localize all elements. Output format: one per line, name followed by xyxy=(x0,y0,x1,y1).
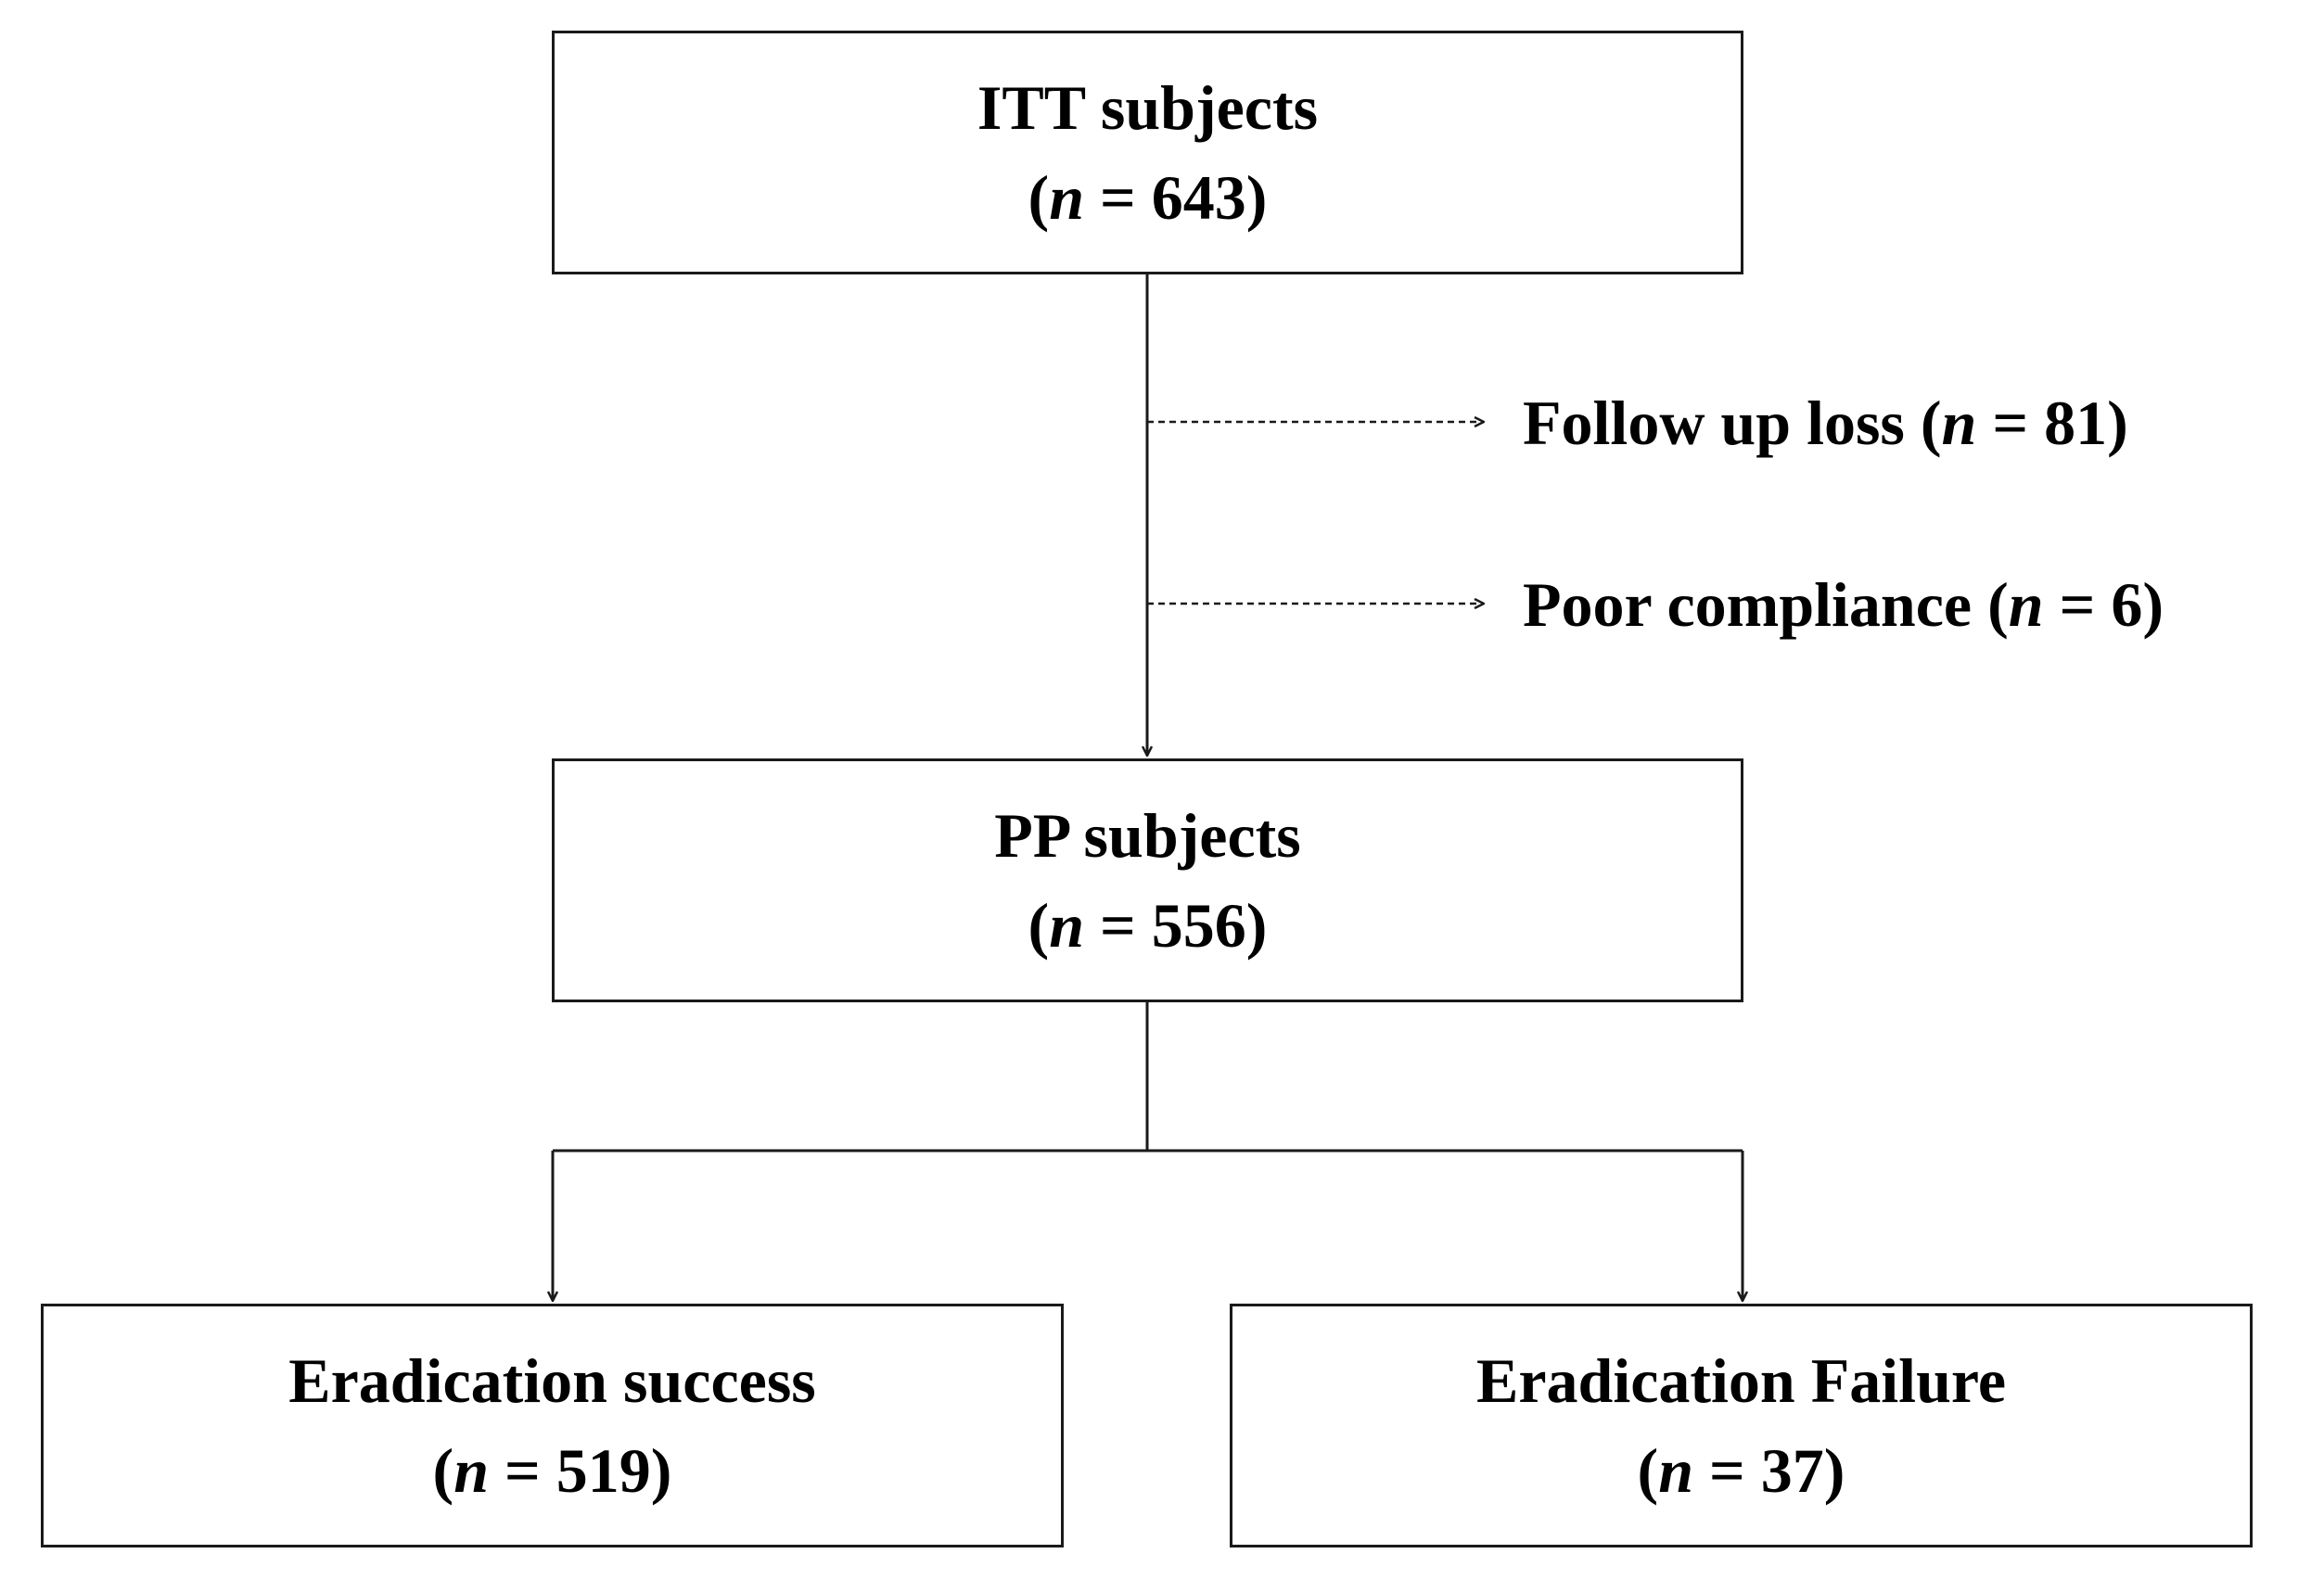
paren-open: ( xyxy=(432,1434,454,1506)
node-pp-count: (n = 556) xyxy=(1028,881,1268,971)
paren-open: ( xyxy=(1028,889,1050,961)
node-pp-title: PP subjects xyxy=(994,799,1301,871)
n-variable: n xyxy=(1049,161,1085,233)
count-value: = 556) xyxy=(1084,889,1268,961)
exclusion-follow-up-loss: Follow up loss (n = 81) xyxy=(1523,391,2128,454)
count-value: = 643) xyxy=(1084,161,1268,233)
count-value: = 37) xyxy=(1693,1434,1845,1506)
node-failure-count: (n = 37) xyxy=(1638,1426,1845,1516)
exclusion-count: = 81) xyxy=(1976,388,2128,458)
n-variable: n xyxy=(453,1434,490,1506)
node-failure-title: Eradication Failure xyxy=(1475,1344,2007,1416)
count-value: = 519) xyxy=(489,1434,672,1506)
node-itt-subjects: ITT subjects (n = 643) xyxy=(552,31,1743,274)
exclusion-poor-compliance: Poor compliance (n = 6) xyxy=(1523,573,2164,636)
node-success-title: Eradication success xyxy=(288,1344,816,1416)
exclusion-text: Follow up loss ( xyxy=(1523,388,1942,458)
paren-open: ( xyxy=(1637,1434,1659,1506)
exclusion-text: Poor compliance ( xyxy=(1523,569,2009,640)
node-itt-count: (n = 643) xyxy=(1028,153,1268,243)
node-eradication-success: Eradication success (n = 519) xyxy=(41,1304,1064,1547)
paren-open: ( xyxy=(1028,161,1050,233)
node-success-count: (n = 519) xyxy=(433,1426,672,1516)
n-variable: n xyxy=(1941,388,1977,458)
n-variable: n xyxy=(2008,569,2044,640)
n-variable: n xyxy=(1049,889,1085,961)
exclusion-count: = 6) xyxy=(2043,569,2164,640)
node-itt-title: ITT subjects xyxy=(977,71,1319,143)
n-variable: n xyxy=(1658,1434,1694,1506)
node-pp-subjects: PP subjects (n = 556) xyxy=(552,758,1743,1002)
node-eradication-failure: Eradication Failure (n = 37) xyxy=(1230,1304,2253,1547)
